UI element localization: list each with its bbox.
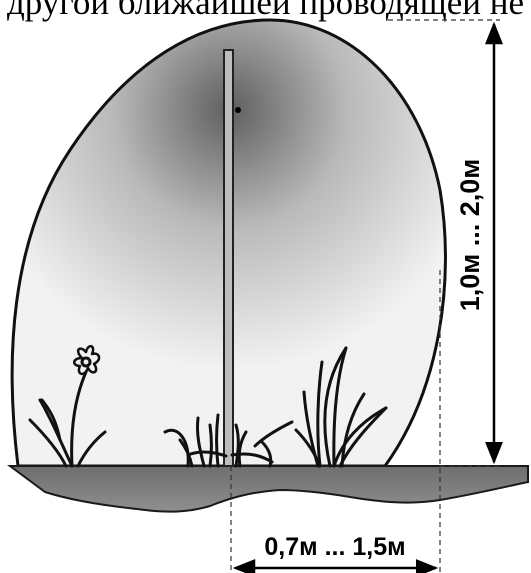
ground-electrode [223, 49, 234, 467]
grass-right-icon [294, 346, 388, 468]
flower-icon [28, 345, 107, 468]
point-marker [235, 107, 241, 113]
height-dimension: 1,0м ... 2,0м [388, 19, 503, 467]
width-dimension: 0,7м ... 1,5м [230, 270, 441, 573]
grass-center-icon [163, 413, 294, 468]
height-range-label: 1,0м ... 2,0м [455, 159, 485, 312]
ground-surface [6, 465, 529, 513]
width-range-label: 0,7м ... 1,5м [264, 533, 405, 561]
caption-text: другой ближайшей проводящей не [6, 0, 524, 22]
